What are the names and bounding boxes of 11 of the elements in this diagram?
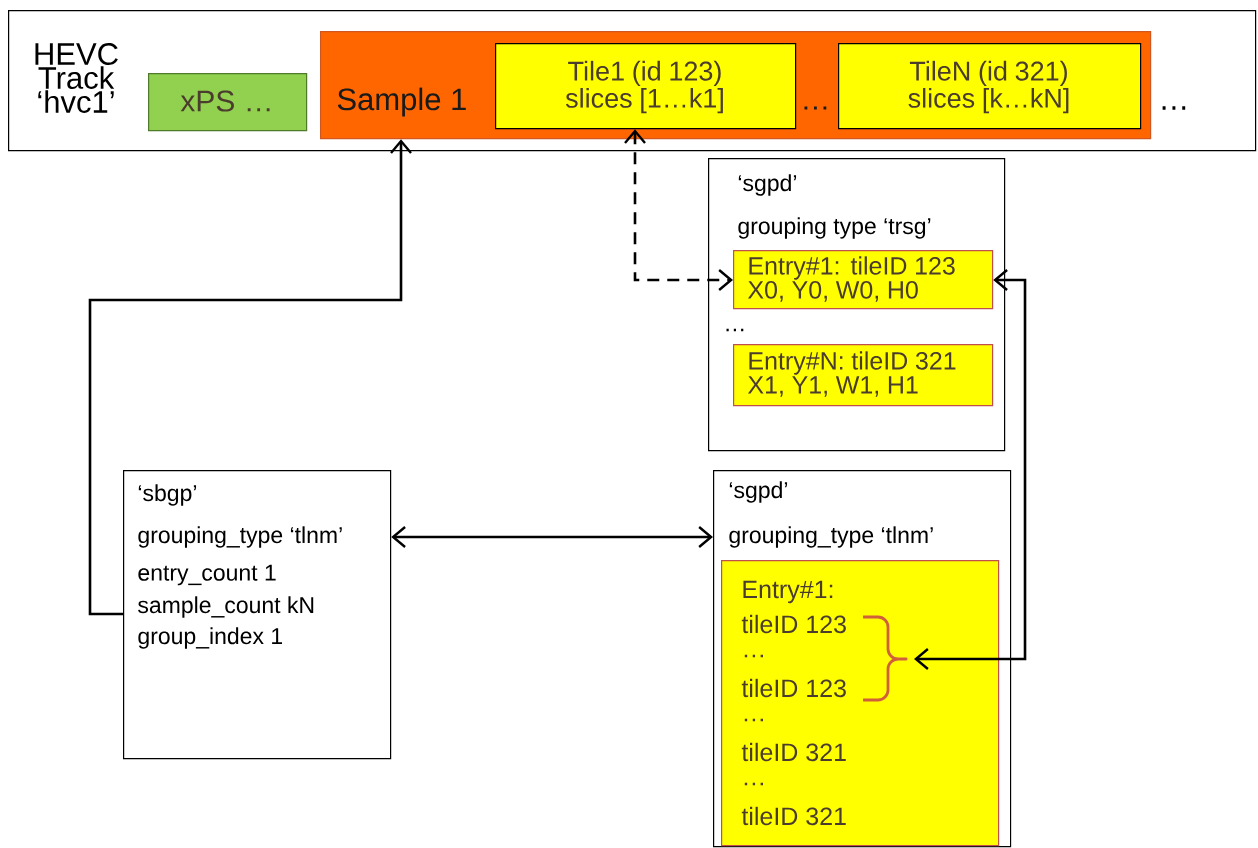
- arrow: [914, 269, 1027, 670]
- sample-to-group-box: ‘sbgp’ grouping_type ‘tlnm’ entry_count 1 sample_count kN group_index 1: [123, 470, 392, 760]
- arrow: [88, 139, 412, 616]
- tile-box: TileN (id 321) slices [k…kN]: [838, 43, 1142, 130]
- entry-box: Entry#N: tileID 321 X1, Y1, W1, H1: [733, 344, 994, 407]
- tile-box: Tile1 (id 123) slices [1…k1]: [495, 43, 797, 130]
- entry-box: Entry#1: tileID 123 … tileID 123 … tileID 321 … tileID 321: [721, 560, 1000, 847]
- arrow: [391, 526, 713, 548]
- dashed-arrow: [624, 129, 733, 291]
- parameter-set-box: xPS …: [148, 73, 308, 132]
- entry-box: Entry#1: tileID 123 X0, Y0, W0, H0: [733, 250, 994, 310]
